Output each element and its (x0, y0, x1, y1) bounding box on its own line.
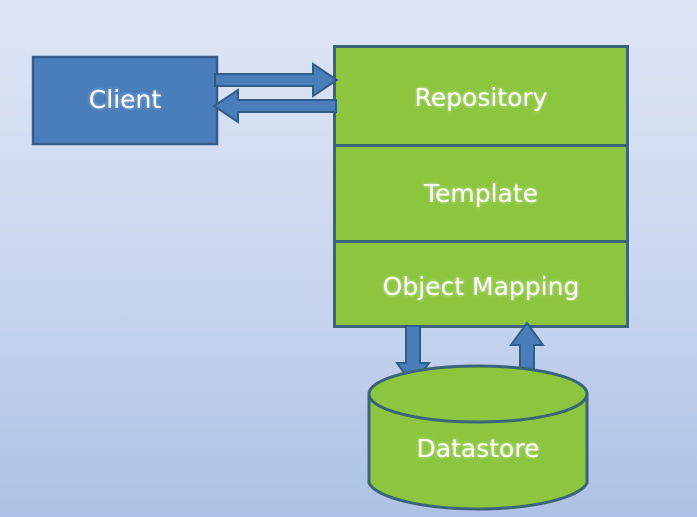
datastore-top-ellipse (367, 364, 589, 424)
node-datastore[interactable] (367, 364, 589, 511)
datastore-body (367, 392, 589, 511)
arrow-repository-to-client (212, 88, 337, 124)
node-client[interactable] (31, 55, 219, 146)
node-template[interactable] (333, 144, 629, 243)
node-object-mapping[interactable] (333, 240, 629, 328)
arrow-client-to-repository (214, 62, 339, 98)
green-stack-group (333, 45, 629, 328)
node-repository[interactable] (333, 45, 629, 147)
